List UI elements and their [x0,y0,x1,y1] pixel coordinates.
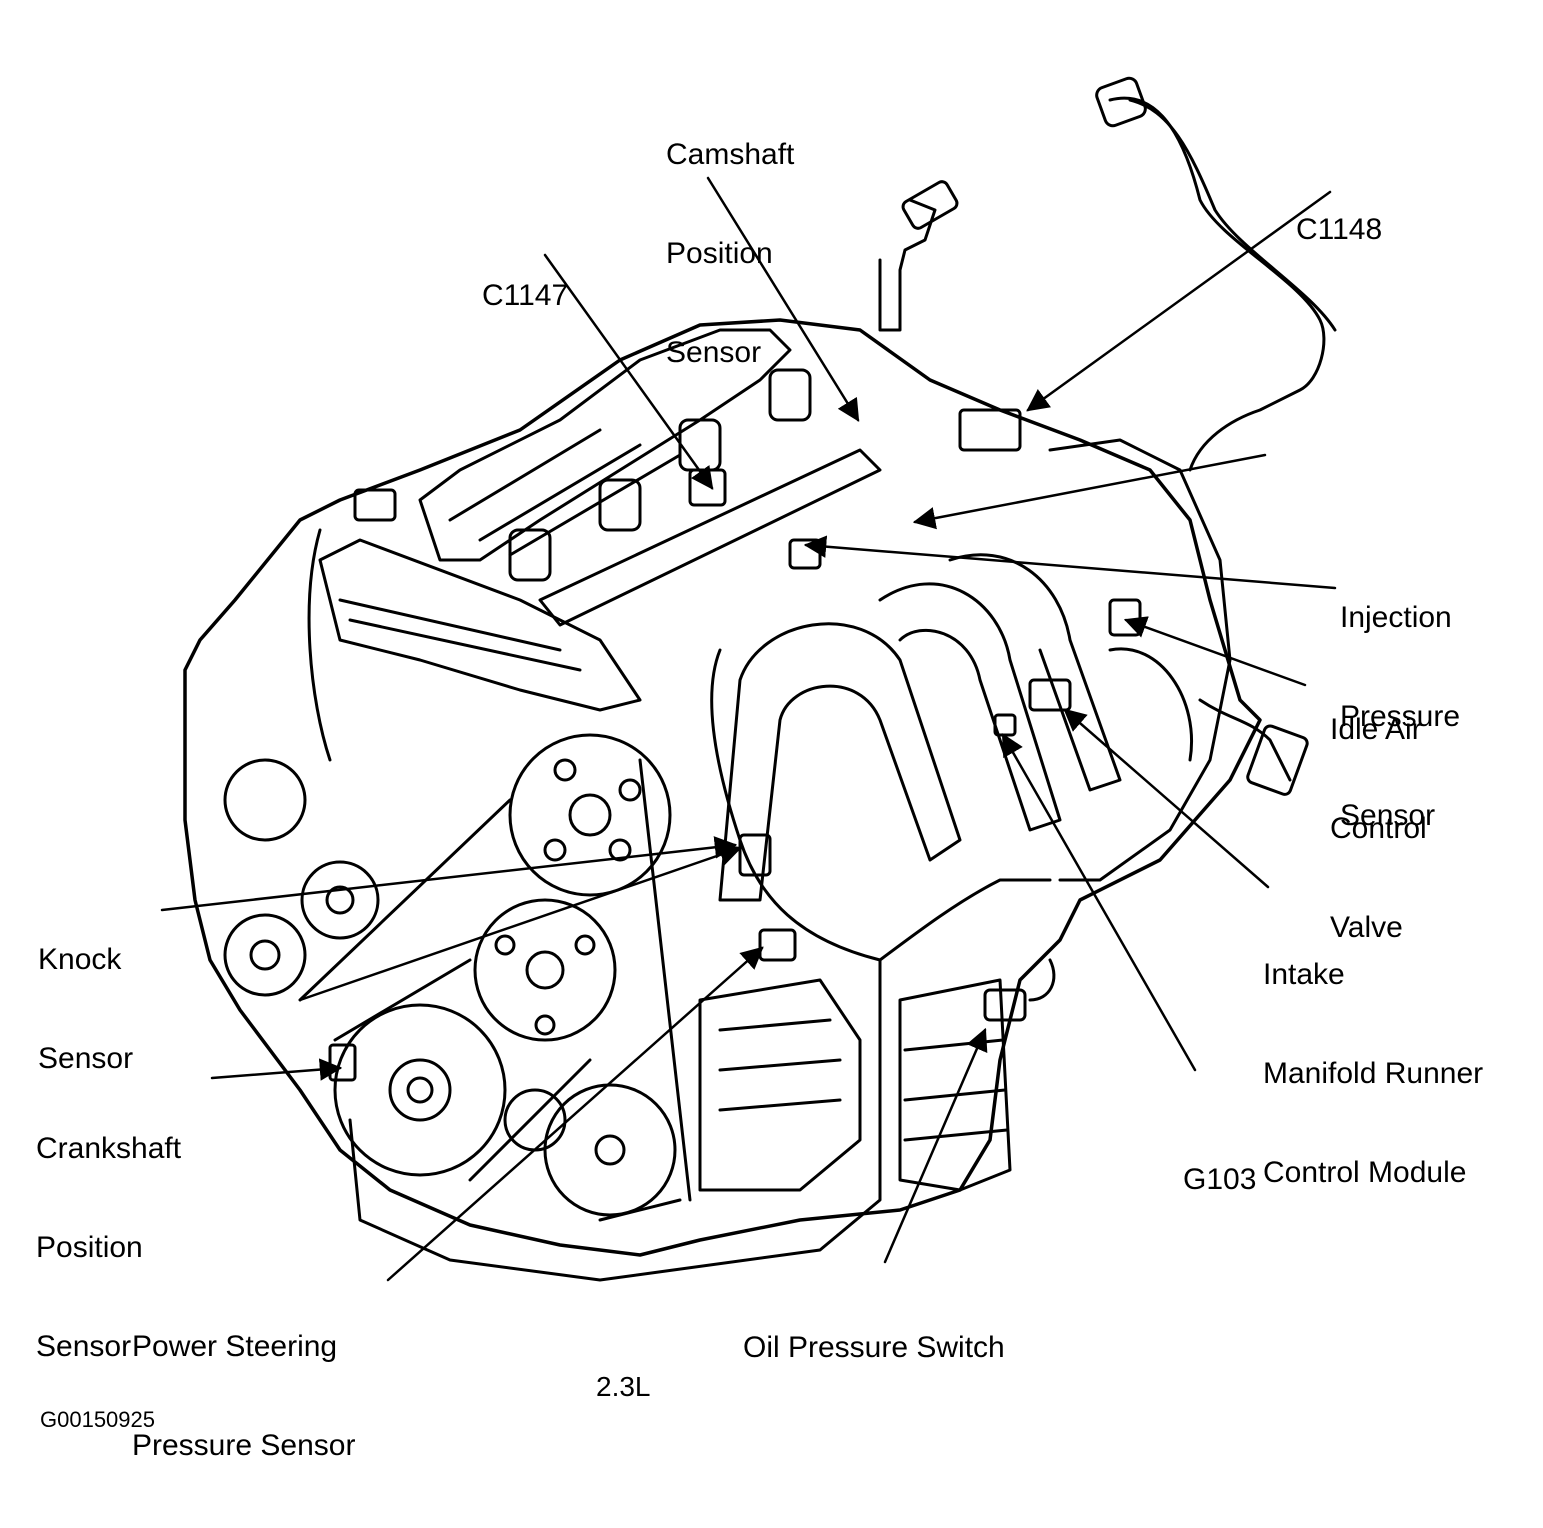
leader-imrc [1063,708,1270,889]
label-camshaft-position-sensor: Camshaft Position Sensor [666,138,795,369]
leader-camshaft [706,176,860,422]
leader-g103 [1001,733,1197,1072]
leader-lines [160,176,1337,1282]
leader-knock [160,836,738,912]
leader-idle-air [1123,616,1307,687]
leader-knock-2 [298,843,743,1002]
label-g103: G103 [1183,1163,1257,1196]
engine-size-label: 2.3L [596,1371,651,1402]
label-c1148: C1148 [1296,213,1383,246]
engine-body [183,318,1262,1257]
label-knock-sensor: Knock Sensor [38,943,134,1075]
wiring-harness [307,76,1337,1282]
leader-injection-2 [912,453,1267,530]
leader-power-steering [386,946,764,1282]
leader-c1147 [543,253,714,490]
label-oil-pressure-switch: Oil Pressure Switch [743,1331,1005,1364]
leader-injection-1 [803,535,1337,590]
label-power-steering-pressure-sensor: Power Steering Pressure Sensor [132,1330,356,1462]
label-intake-manifold-runner-control-module: Intake Manifold Runner Control Module [1263,958,1484,1189]
leader-crankshaft [210,1058,343,1081]
label-crankshaft-position-sensor: Crankshaft Position Sensor [36,1132,182,1363]
label-c1147: C1147 [482,279,569,312]
leader-c1148 [1026,190,1332,412]
figure-id: G00150925 [40,1407,155,1432]
label-injection-pressure-sensor: Injection Pressure Sensor [1340,601,1461,832]
label-idle-air-control-valve: Idle Air Control Valve [1330,713,1427,944]
accessory-drive [223,733,1012,1222]
leader-oil-pressure [883,1027,988,1264]
